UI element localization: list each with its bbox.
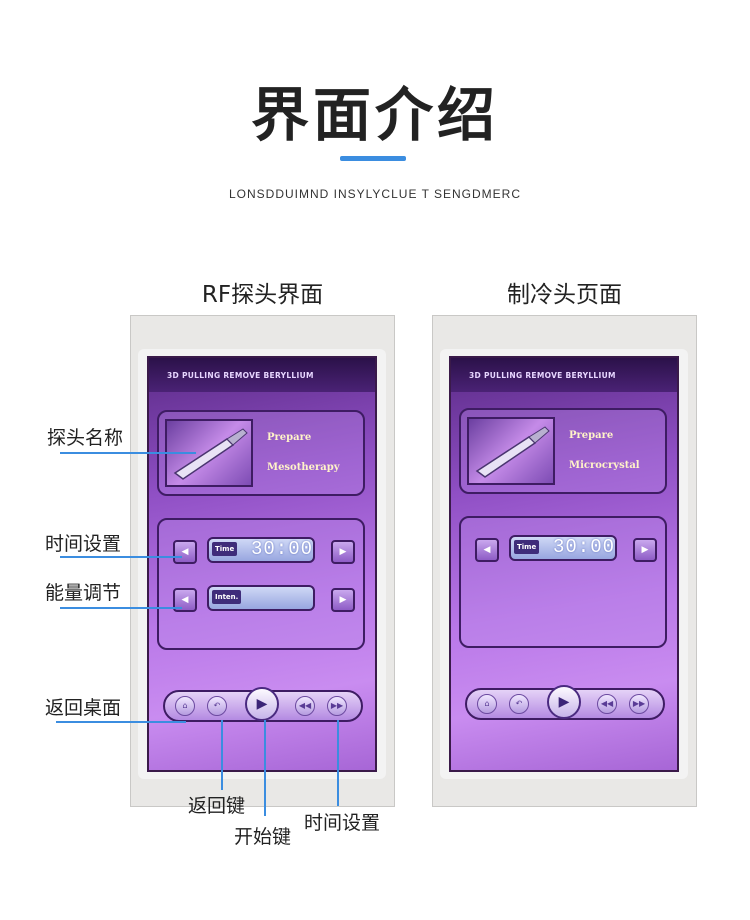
screen-header-text: 3D PULLING REMOVE BERYLLIUM: [469, 371, 616, 380]
screen-header: 3D PULLING REMOVE BERYLLIUM: [149, 358, 375, 392]
panel-title-rf: RF探头界面: [201, 282, 324, 308]
time-decrease-button[interactable]: ◀: [173, 540, 197, 564]
time-label: Time: [514, 540, 540, 554]
callout-line-energy-adjust: [60, 607, 182, 609]
time-value: 30:00: [553, 536, 616, 558]
callout-line-return-desktop: [56, 721, 186, 723]
probe-name-line2: Mesotherapy: [267, 462, 340, 473]
panel-title-cooling: 制冷头页面: [507, 282, 622, 308]
callout-line-back-key: [221, 720, 223, 790]
callout-line-time-setting: [60, 556, 182, 558]
rf-device: 3D PULLING REMOVE BERYLLIUM Prepare Meso…: [130, 315, 395, 807]
callout-back-key: 返回键: [188, 795, 246, 817]
screen-header-text: 3D PULLING REMOVE BERYLLIUM: [167, 371, 314, 380]
title-underline: [340, 156, 406, 161]
probe-thumbnail: [467, 417, 555, 485]
probe-box[interactable]: Prepare Mesotherapy: [157, 410, 365, 496]
page-subtitle: LONSDDUIMND INSYLYCLUE T SENGDMERC: [228, 187, 522, 201]
energy-decrease-button[interactable]: ◀: [173, 588, 197, 612]
start-button[interactable]: ▶: [245, 687, 279, 721]
screen-frame: 3D PULLING REMOVE BERYLLIUM Prepare Micr…: [440, 349, 688, 779]
time-value: 30:00: [251, 538, 314, 560]
rf-screen: 3D PULLING REMOVE BERYLLIUM Prepare Meso…: [147, 356, 377, 772]
callout-energy-adjust: 能量调节: [45, 582, 122, 604]
start-button[interactable]: ▶: [547, 685, 581, 719]
callout-return-desktop: 返回桌面: [45, 697, 122, 719]
time-label: Time: [212, 542, 238, 556]
energy-label: Inten.: [212, 590, 242, 604]
probe-name-line1: Prepare: [267, 432, 312, 443]
callout-start-key: 开始键: [234, 826, 292, 848]
home-button[interactable]: ⌂: [175, 696, 195, 716]
probe-box[interactable]: Prepare Microcrystal: [459, 408, 667, 494]
home-button[interactable]: ⌂: [477, 694, 497, 714]
screen-frame: 3D PULLING REMOVE BERYLLIUM Prepare Meso…: [138, 349, 386, 779]
page-title: 界面介绍: [250, 81, 499, 149]
settings-box: ◀ Time 30:00 ▶ ◀ Inten. ▶: [157, 518, 365, 650]
cooling-device: 3D PULLING REMOVE BERYLLIUM Prepare Micr…: [432, 315, 697, 807]
screen-header: 3D PULLING REMOVE BERYLLIUM: [451, 358, 677, 392]
callout-line-probe-name: [60, 452, 196, 454]
callout-probe-name: 探头名称: [47, 427, 124, 449]
energy-increase-button[interactable]: ▶: [331, 588, 355, 612]
cooling-screen: 3D PULLING REMOVE BERYLLIUM Prepare Micr…: [449, 356, 679, 772]
time-increase-button[interactable]: ▶: [331, 540, 355, 564]
back-button[interactable]: ↶: [509, 694, 529, 714]
probe-thumbnail: [165, 419, 253, 487]
time-decrease-button[interactable]: ◀: [475, 538, 499, 562]
time-field: Time 30:00: [509, 535, 617, 561]
probe-handle-icon: [173, 428, 248, 480]
back-button[interactable]: ↶: [207, 696, 227, 716]
time-field: Time 30:00: [207, 537, 315, 563]
cooling-head-icon: [475, 426, 550, 478]
callout-line-start-key: [264, 720, 266, 816]
fast-forward-button[interactable]: ▶▶: [327, 696, 347, 716]
energy-field: Inten.: [207, 585, 315, 611]
callout-time-setting-bottom: 时间设置: [304, 812, 381, 834]
probe-name-line1: Prepare: [569, 430, 614, 441]
probe-name-line2: Microcrystal: [569, 460, 640, 471]
callout-line-time-setting-bottom: [337, 720, 339, 806]
callout-time-setting: 时间设置: [45, 533, 122, 555]
rewind-button[interactable]: ◀◀: [597, 694, 617, 714]
fast-forward-button[interactable]: ▶▶: [629, 694, 649, 714]
time-increase-button[interactable]: ▶: [633, 538, 657, 562]
rewind-button[interactable]: ◀◀: [295, 696, 315, 716]
settings-box: ◀ Time 30:00 ▶: [459, 516, 667, 648]
